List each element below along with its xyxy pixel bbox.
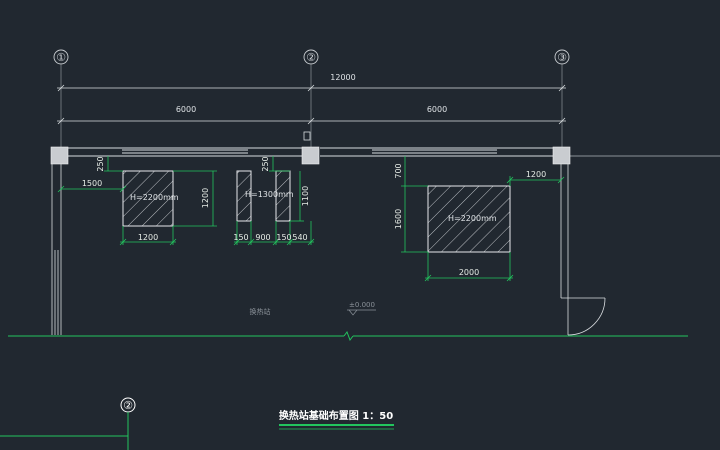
top-wall (68, 147, 720, 157)
level-mark: ±0.000 (347, 301, 376, 316)
green-dimension-ticks (57, 176, 565, 282)
dim-width-1: 1200 (138, 233, 158, 242)
dim-offset-left: 1500 (82, 179, 102, 188)
axis-lines (60, 64, 563, 148)
axis-bubble-3: ③ (554, 49, 570, 65)
dimension-total-text: 12000 (330, 73, 355, 82)
dim-pier-gap: 900 (255, 233, 270, 242)
dim-gap-top-1: 250 (96, 156, 105, 171)
foundation-2-label: H=1300mm (245, 190, 294, 199)
green-dimensions (61, 156, 561, 281)
drawing-title: 换热站基础布置图 1：50 (279, 409, 393, 422)
level-mark-text: ±0.000 (349, 301, 375, 309)
foundation-3-label: H=2200mm (448, 214, 497, 223)
column-3 (552, 146, 571, 165)
dimension-span-left: 6000 (176, 105, 196, 114)
dim-height-3: 1600 (394, 209, 403, 229)
column-1 (50, 146, 69, 165)
axis-bubble-2: ② (303, 49, 319, 65)
dim-height-2: 1100 (301, 186, 310, 206)
axis-label-2: ② (306, 51, 316, 64)
foundation-2-pier-left (236, 170, 252, 222)
dim-width-3: 2000 (459, 268, 479, 277)
dim-offset-right: 1200 (526, 170, 546, 179)
column-2 (301, 146, 320, 165)
foundation-1 (122, 170, 174, 227)
axis-label-1: ① (56, 51, 66, 64)
foundation-1-label: H=2200mm (130, 193, 179, 202)
axis-label-3: ③ (557, 51, 567, 64)
ground-line (8, 330, 688, 342)
dim-pier-w2: 150 (276, 233, 291, 242)
foundation-3 (427, 185, 511, 253)
bottom-axis-label: ② (123, 399, 133, 412)
column-marker (303, 131, 311, 141)
room-label: 换热站 (250, 307, 271, 316)
dimension-total (57, 84, 566, 92)
dim-gap-top-2: 250 (261, 156, 270, 171)
dimension-span-right: 6000 (427, 105, 447, 114)
right-wall (560, 164, 605, 335)
bottom-axis-bubble: ② (0, 397, 136, 450)
dimension-spans (57, 117, 566, 125)
dim-pier-tail: 540 (292, 233, 307, 242)
left-wall (51, 164, 62, 335)
door-swing-arc (567, 297, 606, 336)
dim-gap-top-3: 700 (394, 163, 403, 178)
dim-pier-w1: 150 (233, 233, 248, 242)
dim-height-1: 1200 (201, 188, 210, 208)
axis-bubble-1: ① (53, 49, 69, 65)
